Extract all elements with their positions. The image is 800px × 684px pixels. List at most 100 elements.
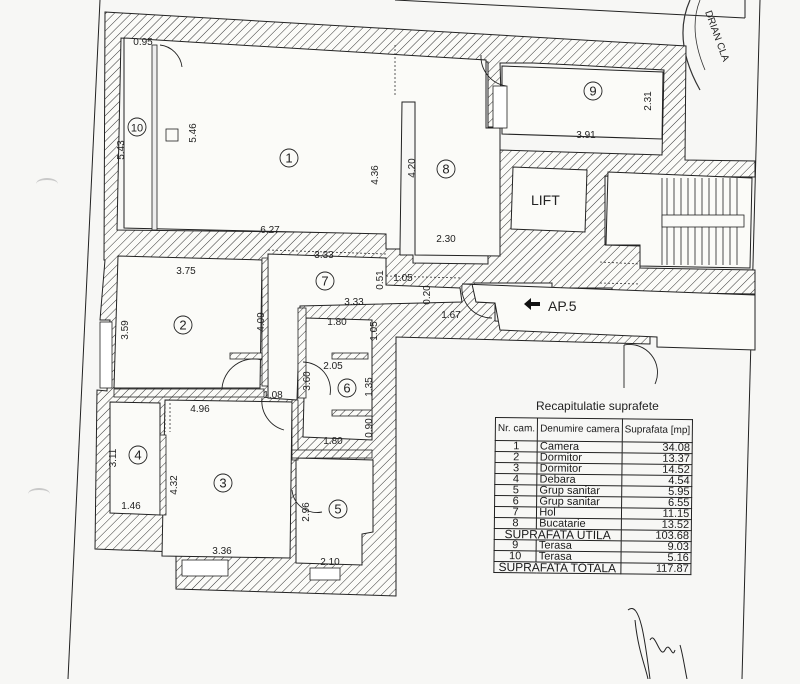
dimension-label: 3.75 — [176, 266, 196, 277]
dimension-label: 2.31 — [643, 91, 654, 111]
room-number-marker: 8 — [436, 159, 456, 179]
svg-text:8: 8 — [442, 162, 449, 177]
dimension-label: 4.09 — [256, 312, 267, 332]
dimension-label: 1.80 — [327, 317, 347, 328]
dimension-label: 1.67 — [441, 310, 461, 321]
lift-label: LIFT — [531, 192, 560, 208]
svg-text:4: 4 — [134, 448, 141, 463]
lift-shaft — [510, 166, 588, 233]
dimension-label: 2.30 — [436, 234, 456, 245]
header-nr: Nr. cam. — [495, 417, 538, 441]
window — [492, 85, 508, 129]
svg-text:7: 7 — [321, 274, 328, 289]
svg-text:1: 1 — [285, 151, 292, 166]
dimension-label: 2.10 — [320, 557, 340, 568]
room-number-marker: 4 — [128, 445, 148, 465]
room-1-floor — [123, 37, 501, 257]
dimension-label: 1.05 — [393, 273, 413, 284]
dimension-label: 4.20 — [407, 158, 418, 178]
room-number-marker: 1 — [279, 148, 299, 168]
stairs — [661, 178, 745, 265]
dimension-label: 1.05 — [369, 321, 380, 341]
terrace-window-wall — [151, 44, 158, 231]
dimension-label: 0.90 — [364, 418, 375, 438]
door-swing — [221, 358, 263, 389]
dimension-label: 3.60 — [302, 371, 313, 391]
room-number-marker: 9 — [583, 81, 603, 101]
room-7-floor — [267, 253, 463, 401]
door-swing — [623, 344, 658, 385]
dimension-label: 1.35 — [364, 377, 375, 397]
dimension-label: 3.36 — [212, 546, 232, 557]
partition-wall — [291, 399, 299, 461]
signature — [627, 607, 688, 680]
partition-wall — [297, 307, 307, 399]
room-number-marker: 6 — [337, 378, 357, 398]
dimension-label: 3.11 — [108, 448, 119, 467]
room-number-marker: 2 — [173, 315, 193, 335]
room-number-marker: 5 — [328, 499, 348, 519]
window — [309, 567, 341, 581]
door-swing — [302, 361, 331, 396]
svg-text:3: 3 — [219, 476, 226, 491]
door-swing — [480, 54, 507, 87]
partition-wall — [261, 257, 269, 387]
svg-text:5: 5 — [334, 502, 341, 517]
partition-wall — [331, 409, 373, 417]
dimension-label: 2.96 — [301, 502, 312, 522]
door-swing — [261, 397, 285, 431]
room-6-floor — [302, 317, 373, 441]
punch-hole — [36, 178, 58, 190]
room-2-floor — [113, 255, 263, 389]
corridor-ap5 — [461, 283, 756, 351]
dimension-label: 1.46 — [121, 501, 141, 512]
dimension-label: 3.33 — [314, 250, 334, 261]
dimension-label: 5.46 — [188, 123, 199, 143]
header-area: Suprafata [mp] — [621, 418, 693, 443]
partition-wall — [331, 352, 369, 360]
dimension-label: 6.27 — [260, 225, 280, 236]
dimension-label: 1.08 — [263, 390, 283, 401]
stamp-arc — [682, 0, 701, 91]
door-swing — [159, 44, 183, 68]
partition-wall — [229, 352, 263, 360]
apartment-label: AP.5 — [548, 298, 577, 314]
sheet-border-left — [67, 0, 101, 680]
door-swing — [291, 489, 323, 513]
area-summary-table: Nr. cam. Denumire camera Suprafata [mp] … — [493, 417, 693, 575]
dimension-label: 4.32 — [169, 475, 180, 495]
dimension-label: 4.36 — [370, 165, 381, 185]
dimension-label: 2.05 — [323, 361, 343, 372]
window — [181, 559, 229, 577]
punch-hole — [28, 488, 50, 500]
dimension-label: 1.80 — [323, 436, 343, 447]
room-number-marker: 3 — [213, 473, 233, 493]
dimension-label: 3.91 — [576, 130, 596, 141]
entrance-door-swing — [461, 284, 493, 319]
room-number-marker: 10 — [127, 117, 147, 137]
dimension-label: 3.59 — [120, 320, 131, 340]
dimension-label: 0.95 — [133, 37, 153, 48]
dimension-label: 0.20 — [422, 285, 433, 305]
dimension-labels: 0.955.465.434.366.274.202.302.313.913.33… — [108, 37, 654, 568]
room-9-floor — [501, 65, 664, 140]
window — [99, 321, 113, 389]
arrow-left-icon — [524, 298, 540, 310]
header-name: Denumire camera — [537, 417, 623, 442]
room-markers: 1 2 3 4 5 6 7 8 9 10 — [127, 81, 603, 519]
svg-text:9: 9 — [589, 84, 596, 99]
partition-wall — [291, 449, 373, 459]
dimension-label: 0.51 — [375, 270, 386, 290]
svg-text:10: 10 — [131, 123, 143, 135]
room-5-floor — [295, 457, 374, 566]
dimension-label: 3.33 — [344, 297, 364, 308]
svg-text:6: 6 — [343, 381, 350, 396]
table-header-row: Nr. cam. Denumire camera Suprafata [mp] — [495, 417, 693, 443]
summary-table-title: Recapitulatie suprafete — [536, 399, 659, 413]
partition-wall — [159, 434, 167, 516]
dimension-label: 4.96 — [190, 404, 210, 415]
